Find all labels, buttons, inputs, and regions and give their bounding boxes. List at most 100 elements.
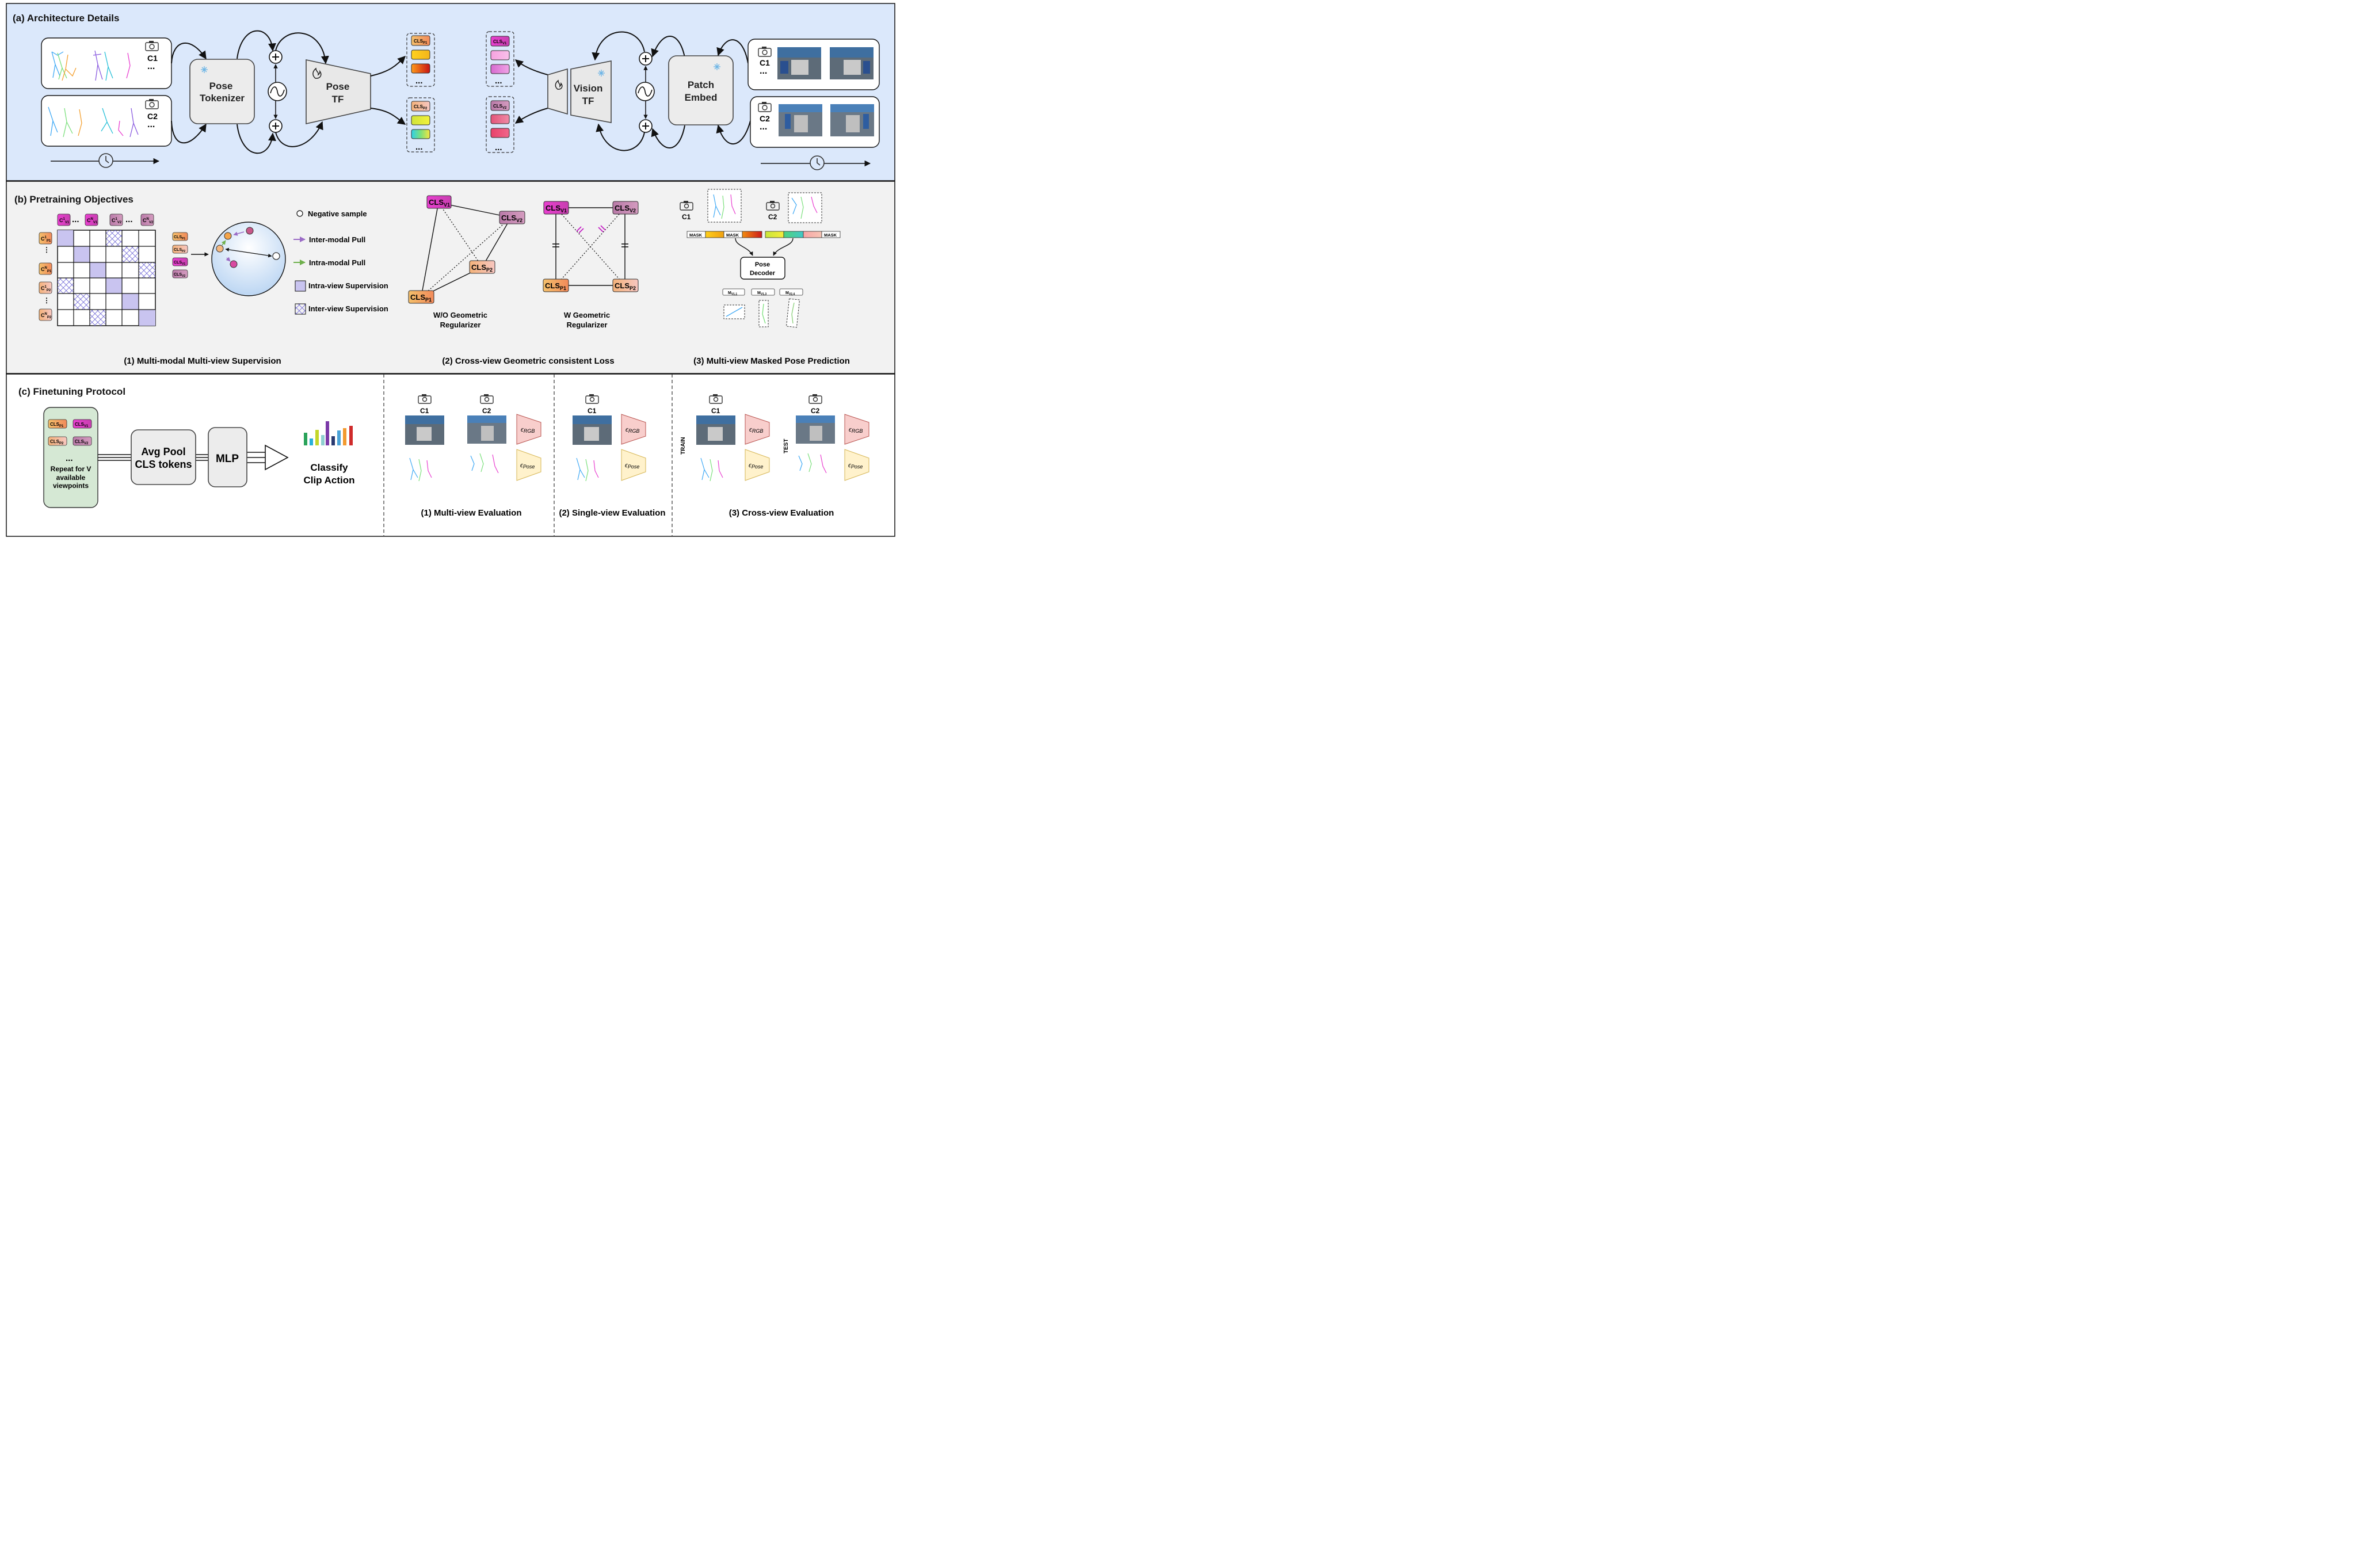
node-cls-p2: CLSP2 [469,260,495,274]
wo-geometric-label-2: Regularizer [440,321,481,329]
camera-icon [808,394,822,404]
svg-text:CLSV2: CLSV2 [615,204,636,213]
svg-text:MV2,4: MV2,4 [785,291,795,296]
rgb-frame [796,415,835,444]
test-label: TEST [783,438,789,453]
pose-skeletons-c1 [51,50,131,81]
token [411,49,430,60]
svg-text:CLSV1: CLSV1 [493,39,507,45]
camera-icon [758,102,772,112]
svg-text:C2: C2 [482,407,491,415]
token [411,129,430,139]
encoder-pose: ϵPose [621,449,646,481]
connector [98,452,266,463]
svg-text:ϵRGB: ϵRGB [521,426,535,434]
patch-embed-line2: Embed [685,92,718,103]
rgb-frame [573,415,612,445]
timeline-right [761,155,871,170]
graph-with-regularizer: CLSV1 CLSV2 CLSP1 CLSP2 W Geometric Regu… [543,201,639,329]
svg-text:CLSP1: CLSP1 [545,281,566,291]
vision-tf-line2: TF [582,96,594,106]
clock-icon [810,155,825,170]
rgb-input-c2: C2 ... [750,96,880,148]
legend-inter-view: Inter-view Supervision [308,304,388,313]
finetune-token-box: CLSP1 CLSV1 CLSP2 CLSV2 ... Repeat for V… [43,407,98,508]
figure: (a) Architecture Details C1 ... [6,3,895,537]
svg-text:C1: C1 [588,407,597,415]
add-icon [269,50,283,64]
cls-token-list: CLSP1 CLSP2 CLSV1 CLSV2 [172,232,188,279]
token-cls-p1: CLSP1 [411,35,430,46]
add-icon [639,52,653,66]
svg-text:Decoder: Decoder [750,270,776,277]
pose-tokenizer-line1: Pose [209,81,233,91]
svg-text:CLSP1: CLSP1 [50,422,64,428]
svg-text:CLSP2: CLSP2 [50,439,64,445]
snowflake-icon [201,66,208,73]
pose-tf-line1: Pose [326,81,350,92]
svg-text:CLSV2: CLSV2 [493,104,507,110]
cam-label-c1: C1 [760,58,770,67]
svg-text:MASK: MASK [689,232,703,238]
flame-icon [312,67,322,79]
panel-b-title: (b) Pretraining Objectives [14,194,134,205]
svg-text:MASK: MASK [726,232,739,238]
ellipsis: ... [495,76,502,86]
caption-c3: (3) Cross-view Evaluation [729,508,834,518]
pose-input-c2: C2 ... [41,95,172,147]
rgb-frame [830,104,874,136]
train-label: TRAIN [680,437,686,455]
camera-icon [480,394,494,404]
ellipsis: ... [760,66,767,76]
ellipsis: ... [495,143,502,152]
ellipsis: ... [147,120,155,129]
single-view-eval: C1 ϵRGB ϵPose [573,394,646,482]
svg-text:CLSV1: CLSV1 [429,198,450,208]
svg-text:CLSP2: CLSP2 [414,104,428,110]
node-cls-v1: CLSV1 [426,195,452,209]
mlp: MLP [208,427,247,487]
svg-text:CLSV1: CLSV1 [75,422,89,428]
svg-text:CLSP2: CLSP2 [615,281,636,291]
svg-text:CLS tokens: CLS tokens [135,459,192,470]
caption-c2: (2) Single-view Evaluation [559,508,665,518]
svg-text:ϵPose: ϵPose [520,462,535,470]
add-icon [269,119,283,133]
ellipsis: ... [760,122,767,132]
rgb-frame [405,415,444,445]
svg-text:C1: C1 [711,407,720,415]
legend: Negative sample Inter-modal Pull Intra-m… [293,209,388,315]
camera-icon [766,201,780,211]
equal-tick-marks [552,243,628,247]
svg-text:ϵPose: ϵPose [625,462,639,470]
svg-text:ϵPose: ϵPose [848,462,863,470]
snowflake-icon [598,70,605,77]
legend-negative-sample: Negative sample [308,209,367,218]
svg-text:MASK: MASK [824,232,837,238]
svg-text:CNP1: CNP1 [41,266,52,273]
w-geometric-label-2: Regularizer [567,321,608,329]
camera-icon [145,99,159,109]
token [411,115,430,125]
vertical-ellipsis: ⋮ [43,246,50,254]
encoder-pose: ϵPose [745,449,770,481]
token [411,63,430,74]
pose-tf-line2: TF [332,94,344,105]
embedding-sphere [211,222,286,296]
bar-chart-icon [304,421,353,445]
cam-label-c2: C2 [768,213,777,221]
flame-icon [555,79,563,90]
svg-text:Avg Pool: Avg Pool [141,446,185,457]
pose-skeletons-c2 [48,106,139,138]
token [490,114,510,124]
vision-tf-line1: Vision [574,83,603,94]
pose-input-c1: C1 ... [41,37,172,89]
legend-inter-modal: Inter-modal Pull [309,235,365,244]
matrix-col-token: CNV1 [85,213,98,226]
token-cls-p2: CLSP2 [411,101,430,112]
positional-encoding-icon [268,82,287,101]
panel-a: (a) Architecture Details C1 ... [6,3,895,181]
cam-label-c2: C2 [760,114,770,123]
rgb-input-c1: C1 ... [747,39,880,90]
matrix-row-token: CNP2 [39,308,52,321]
